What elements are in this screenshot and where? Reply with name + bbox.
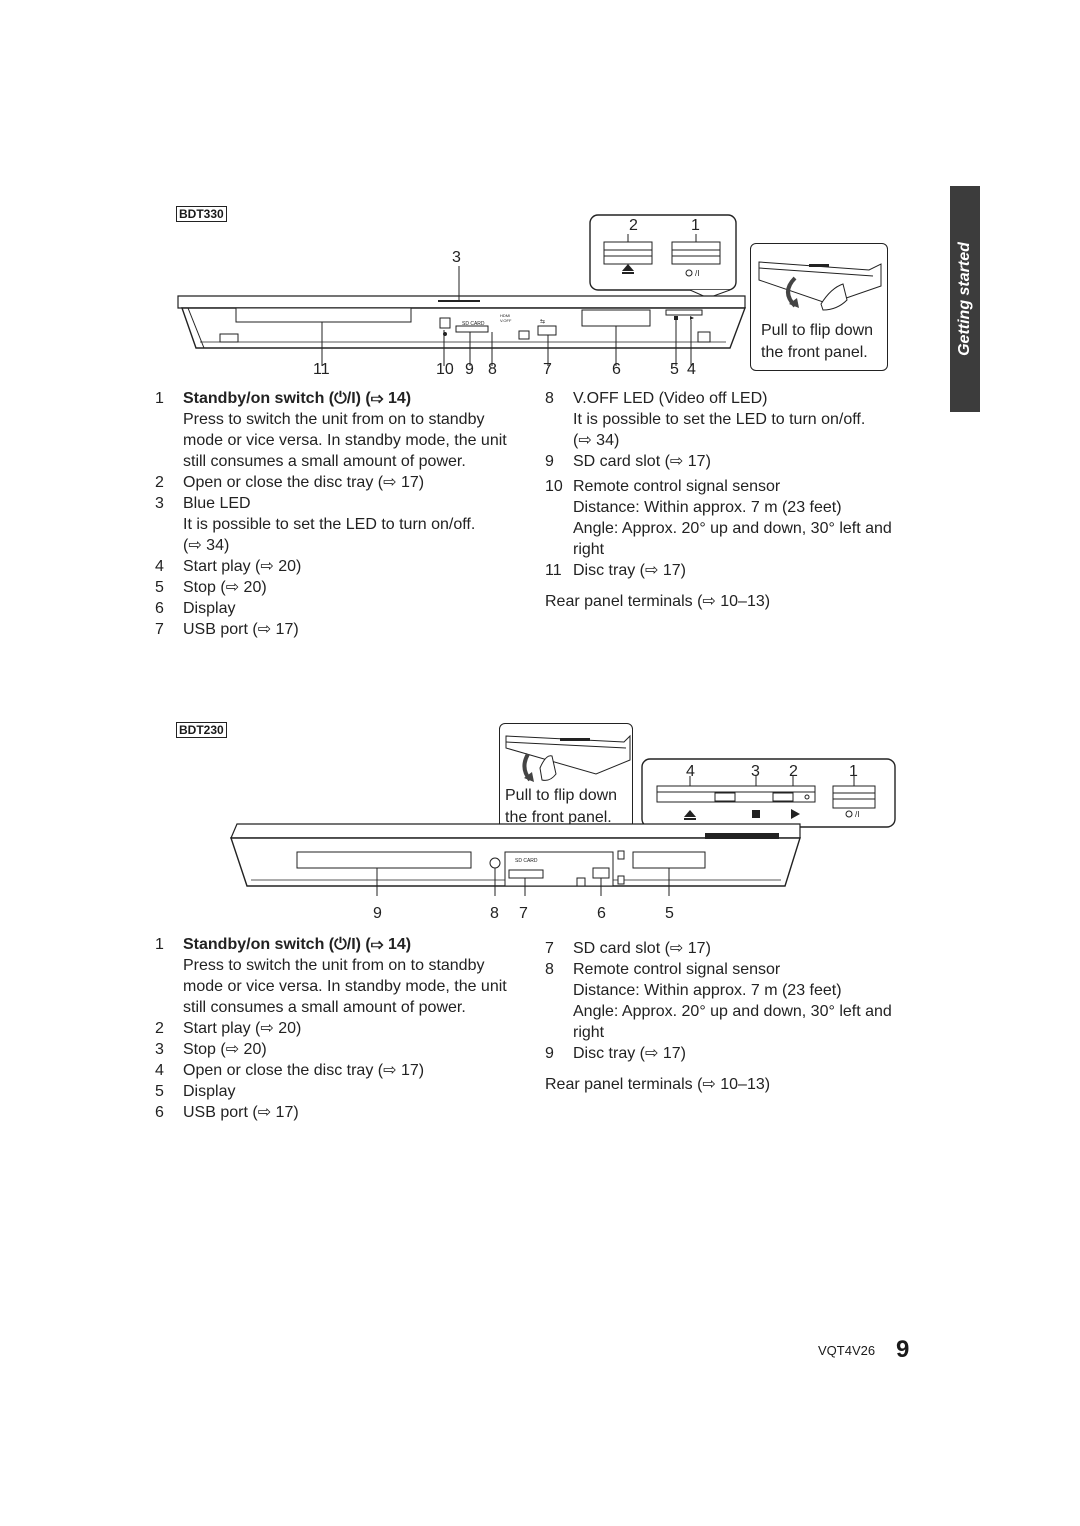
bdt230-flip-note-2: the front panel. [505,809,612,826]
svg-text:⇆: ⇆ [540,318,545,325]
callout-3: 3 [452,249,461,266]
callout-5: 5 [665,905,674,922]
callout-7: 7 [519,905,528,922]
svg-text:/I: /I [855,810,859,819]
callout-3: 3 [751,763,760,780]
page-number: 9 [896,1336,910,1363]
bdt330-front-diagram: /I SD CARD HDMI V.OFF ⇆ [177,214,747,366]
svg-text:SD CARD: SD CARD [462,321,485,327]
callout-2: 2 [789,763,798,780]
section-tab: Getting started [950,186,980,412]
rear-panel-note: Rear panel terminals (⇨ 10–13) [545,593,771,610]
callout-1: 1 [849,763,858,780]
model-tag-bdt230: BDT230 [176,722,227,738]
callout-10: 10 [436,361,454,378]
callout-1: 1 [691,217,700,234]
bdt230-flip-box: Pull to flip down the front panel. [499,723,633,833]
bdt230-flip-note-1: Pull to flip down [505,787,618,804]
document-code: VQT4V26 [818,1343,876,1358]
callout-9: 9 [373,905,382,922]
bdt330-flip-box: Pull to flip down the front panel. [750,243,888,371]
flip-panel-illustration [758,261,882,311]
callout-6: 6 [597,905,606,922]
callout-4: 4 [687,361,696,378]
svg-text:SD CARD: SD CARD [515,858,538,864]
bdt330-flip-note-1: Pull to flip down [761,322,874,339]
svg-text:V.OFF: V.OFF [500,318,512,323]
model-tag-bdt330: BDT330 [176,206,227,222]
callout-7: 7 [543,361,552,378]
callout-11: 11 [313,361,330,378]
svg-text:/I: /I [695,269,699,278]
callout-8: 8 [488,361,497,378]
callout-8: 8 [490,905,499,922]
callout-2: 2 [629,217,638,234]
svg-text:HDMI: HDMI [500,313,510,318]
bdt330-flip-note-2: the front panel. [761,344,868,361]
callout-4: 4 [686,763,695,780]
callout-6: 6 [612,361,621,378]
rear-panel-note: Rear panel terminals (⇨ 10–13) [545,1076,771,1093]
item-title: Standby/on switch (⏻/I) (⇨ 14) [183,390,412,407]
bdt230-front-diagram: /I SD CARD [230,758,896,896]
section-tab-label: Getting started [956,242,973,356]
callout-9: 9 [465,361,474,378]
flip-panel-illustration [505,734,631,782]
callout-5: 5 [670,361,679,378]
item-title: Standby/on switch (⏻/I) (⇨ 14) [183,936,412,953]
